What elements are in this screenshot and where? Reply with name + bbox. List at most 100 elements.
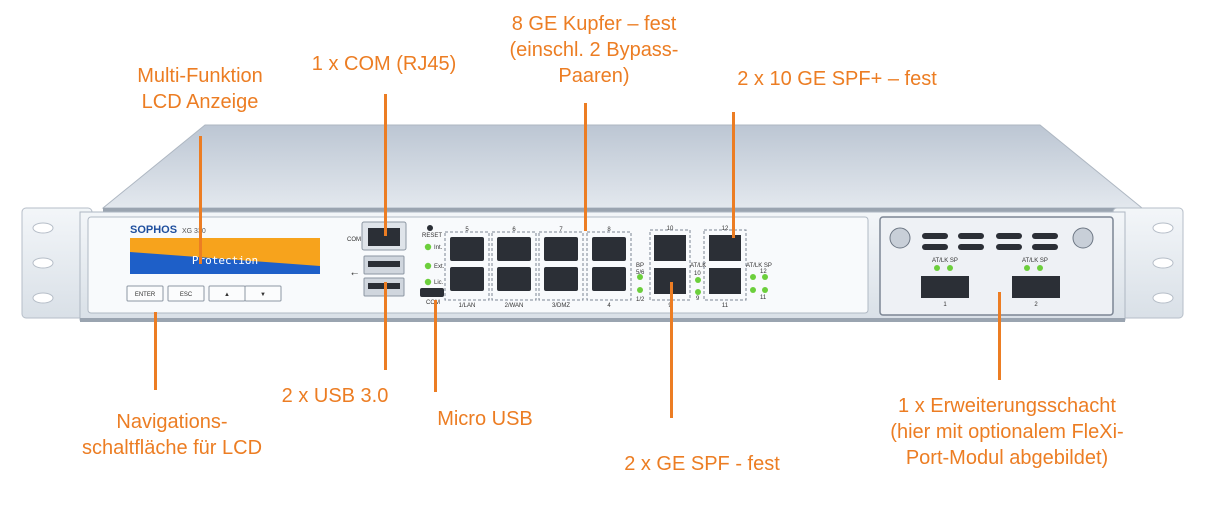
led-module (1037, 265, 1043, 271)
led-int-label: Int. (434, 245, 443, 251)
callout-usb: 2 x USB 3.0 (281, 385, 389, 407)
micro-usb-port[interactable] (420, 288, 444, 297)
module-sfp-port-2[interactable] (1012, 276, 1060, 298)
callout-com-port: 1 x COM (RJ45) (311, 53, 457, 75)
callout-lcd-display: Multi-Funktion LCD Anzeige (137, 65, 263, 113)
led-ext (424, 262, 432, 270)
bp-label: 1/2 (636, 297, 645, 303)
leader-lcd (199, 136, 202, 264)
led-bp (637, 287, 643, 293)
rj45-ports (450, 237, 626, 291)
vent-slots (922, 233, 1058, 250)
rack-hole (32, 222, 54, 234)
callout-micro-usb: Micro USB (437, 408, 533, 430)
lcd-highlight (130, 238, 320, 266)
module-led-label: AT/LK SP (1022, 258, 1048, 264)
led-lic-label: Lic. (434, 280, 444, 286)
leader-copper (584, 103, 587, 231)
port-label: 8 (607, 227, 611, 233)
led-int (424, 243, 432, 251)
sfp-plus-led-label: 12 (760, 269, 767, 275)
leader-usb (384, 282, 387, 370)
port-label: 4 (607, 303, 611, 309)
led-lic (424, 278, 432, 286)
reset-label: RESET (422, 233, 442, 239)
lcd-text: Protection (192, 254, 258, 267)
rack-hole (1152, 292, 1174, 304)
port-label: 6 (512, 227, 516, 233)
port-label: 3/DMZ (552, 303, 570, 309)
esc-button-label: ESC (180, 292, 193, 298)
sfp-plus-label: 12 (722, 226, 729, 232)
com-port[interactable] (368, 228, 400, 246)
led-sfp (695, 277, 701, 283)
leader-com (384, 94, 387, 236)
chassis-lid (101, 124, 1144, 209)
module-sfp-port-1[interactable] (921, 276, 969, 298)
sfp-plus-port-12[interactable] (709, 235, 741, 261)
sfp-led-label: 10 (694, 271, 701, 277)
callout-copper-ports: 8 GE Kupfer – fest (einschl. 2 Bypass- P… (509, 13, 679, 87)
leader-expansion (998, 292, 1001, 380)
module-led-label: AT/LK SP (932, 258, 958, 264)
rack-hole (32, 292, 54, 304)
led-bp (637, 274, 643, 280)
enter-button[interactable] (126, 285, 164, 302)
brand-label: SOPHOS (130, 224, 177, 236)
callout-nav-buttons: Navigations- schaltfläche für LCD (81, 411, 263, 459)
rack-hole (1152, 222, 1174, 234)
usb-icon: ⭠ (351, 268, 358, 278)
sfp-plus-port-11[interactable] (709, 268, 741, 294)
port-label: 1/LAN (459, 303, 476, 309)
model-label: XG 330 (182, 228, 206, 235)
sfp-port-10[interactable] (654, 235, 686, 261)
callout-sfp: 2 x GE SPF - fest (624, 453, 780, 475)
led-sfp-plus (762, 287, 768, 293)
led-sfp (695, 289, 701, 295)
thumbscrew-left[interactable] (889, 227, 911, 249)
usb-slot (368, 261, 400, 267)
front-panel-bottom (80, 318, 1125, 322)
leader-nav (154, 312, 157, 390)
sfp-label: 10 (667, 226, 674, 232)
sfp-led-label: AT/LK (690, 263, 706, 269)
led-sfp-plus (762, 274, 768, 280)
led-module (934, 265, 940, 271)
com-label: COM (347, 237, 361, 243)
leader-micro-usb (434, 300, 437, 392)
led-sfp-plus (750, 287, 756, 293)
sfp-plus-group (703, 229, 747, 301)
micro-usb-label: COM (426, 300, 440, 306)
port-label: 7 (559, 227, 563, 233)
bp-label: 5/6 (636, 270, 645, 276)
leader-sfp-plus (732, 112, 735, 238)
led-module (1024, 265, 1030, 271)
rack-hole (1152, 257, 1174, 269)
sfp-plus-led-label: 11 (760, 295, 767, 301)
copper-port-group (444, 231, 632, 301)
esc-button[interactable] (167, 285, 205, 302)
thumbscrew-right[interactable] (1072, 227, 1094, 249)
sfp-plus-led-label: AT/LK SP (746, 263, 772, 269)
callout-expansion-bay: 1 x Erweiterungsschacht (hier mit option… (890, 395, 1124, 469)
sfp-plus-label: 11 (722, 303, 729, 309)
led-ext-label: Ext. (434, 264, 445, 270)
enter-button-label: ENTER (135, 292, 156, 298)
down-button-label: ▼ (260, 292, 266, 298)
down-button[interactable] (244, 285, 282, 302)
port-label: 2/WAN (505, 303, 524, 309)
reset-hole[interactable] (427, 225, 433, 231)
led-module (947, 265, 953, 271)
sfp-led-label: 9 (696, 296, 700, 302)
bp-label: BP (636, 263, 644, 269)
led-sfp-plus (750, 274, 756, 280)
callout-sfp-plus: 2 x 10 GE SPF+ – fest (737, 68, 937, 90)
module-port-label: 1 (943, 302, 947, 308)
port-label: 5 (465, 227, 469, 233)
rack-hole (32, 257, 54, 269)
up-button-label: ▲ (224, 292, 230, 298)
leader-sfp (670, 282, 673, 418)
module-port-label: 2 (1034, 302, 1038, 308)
